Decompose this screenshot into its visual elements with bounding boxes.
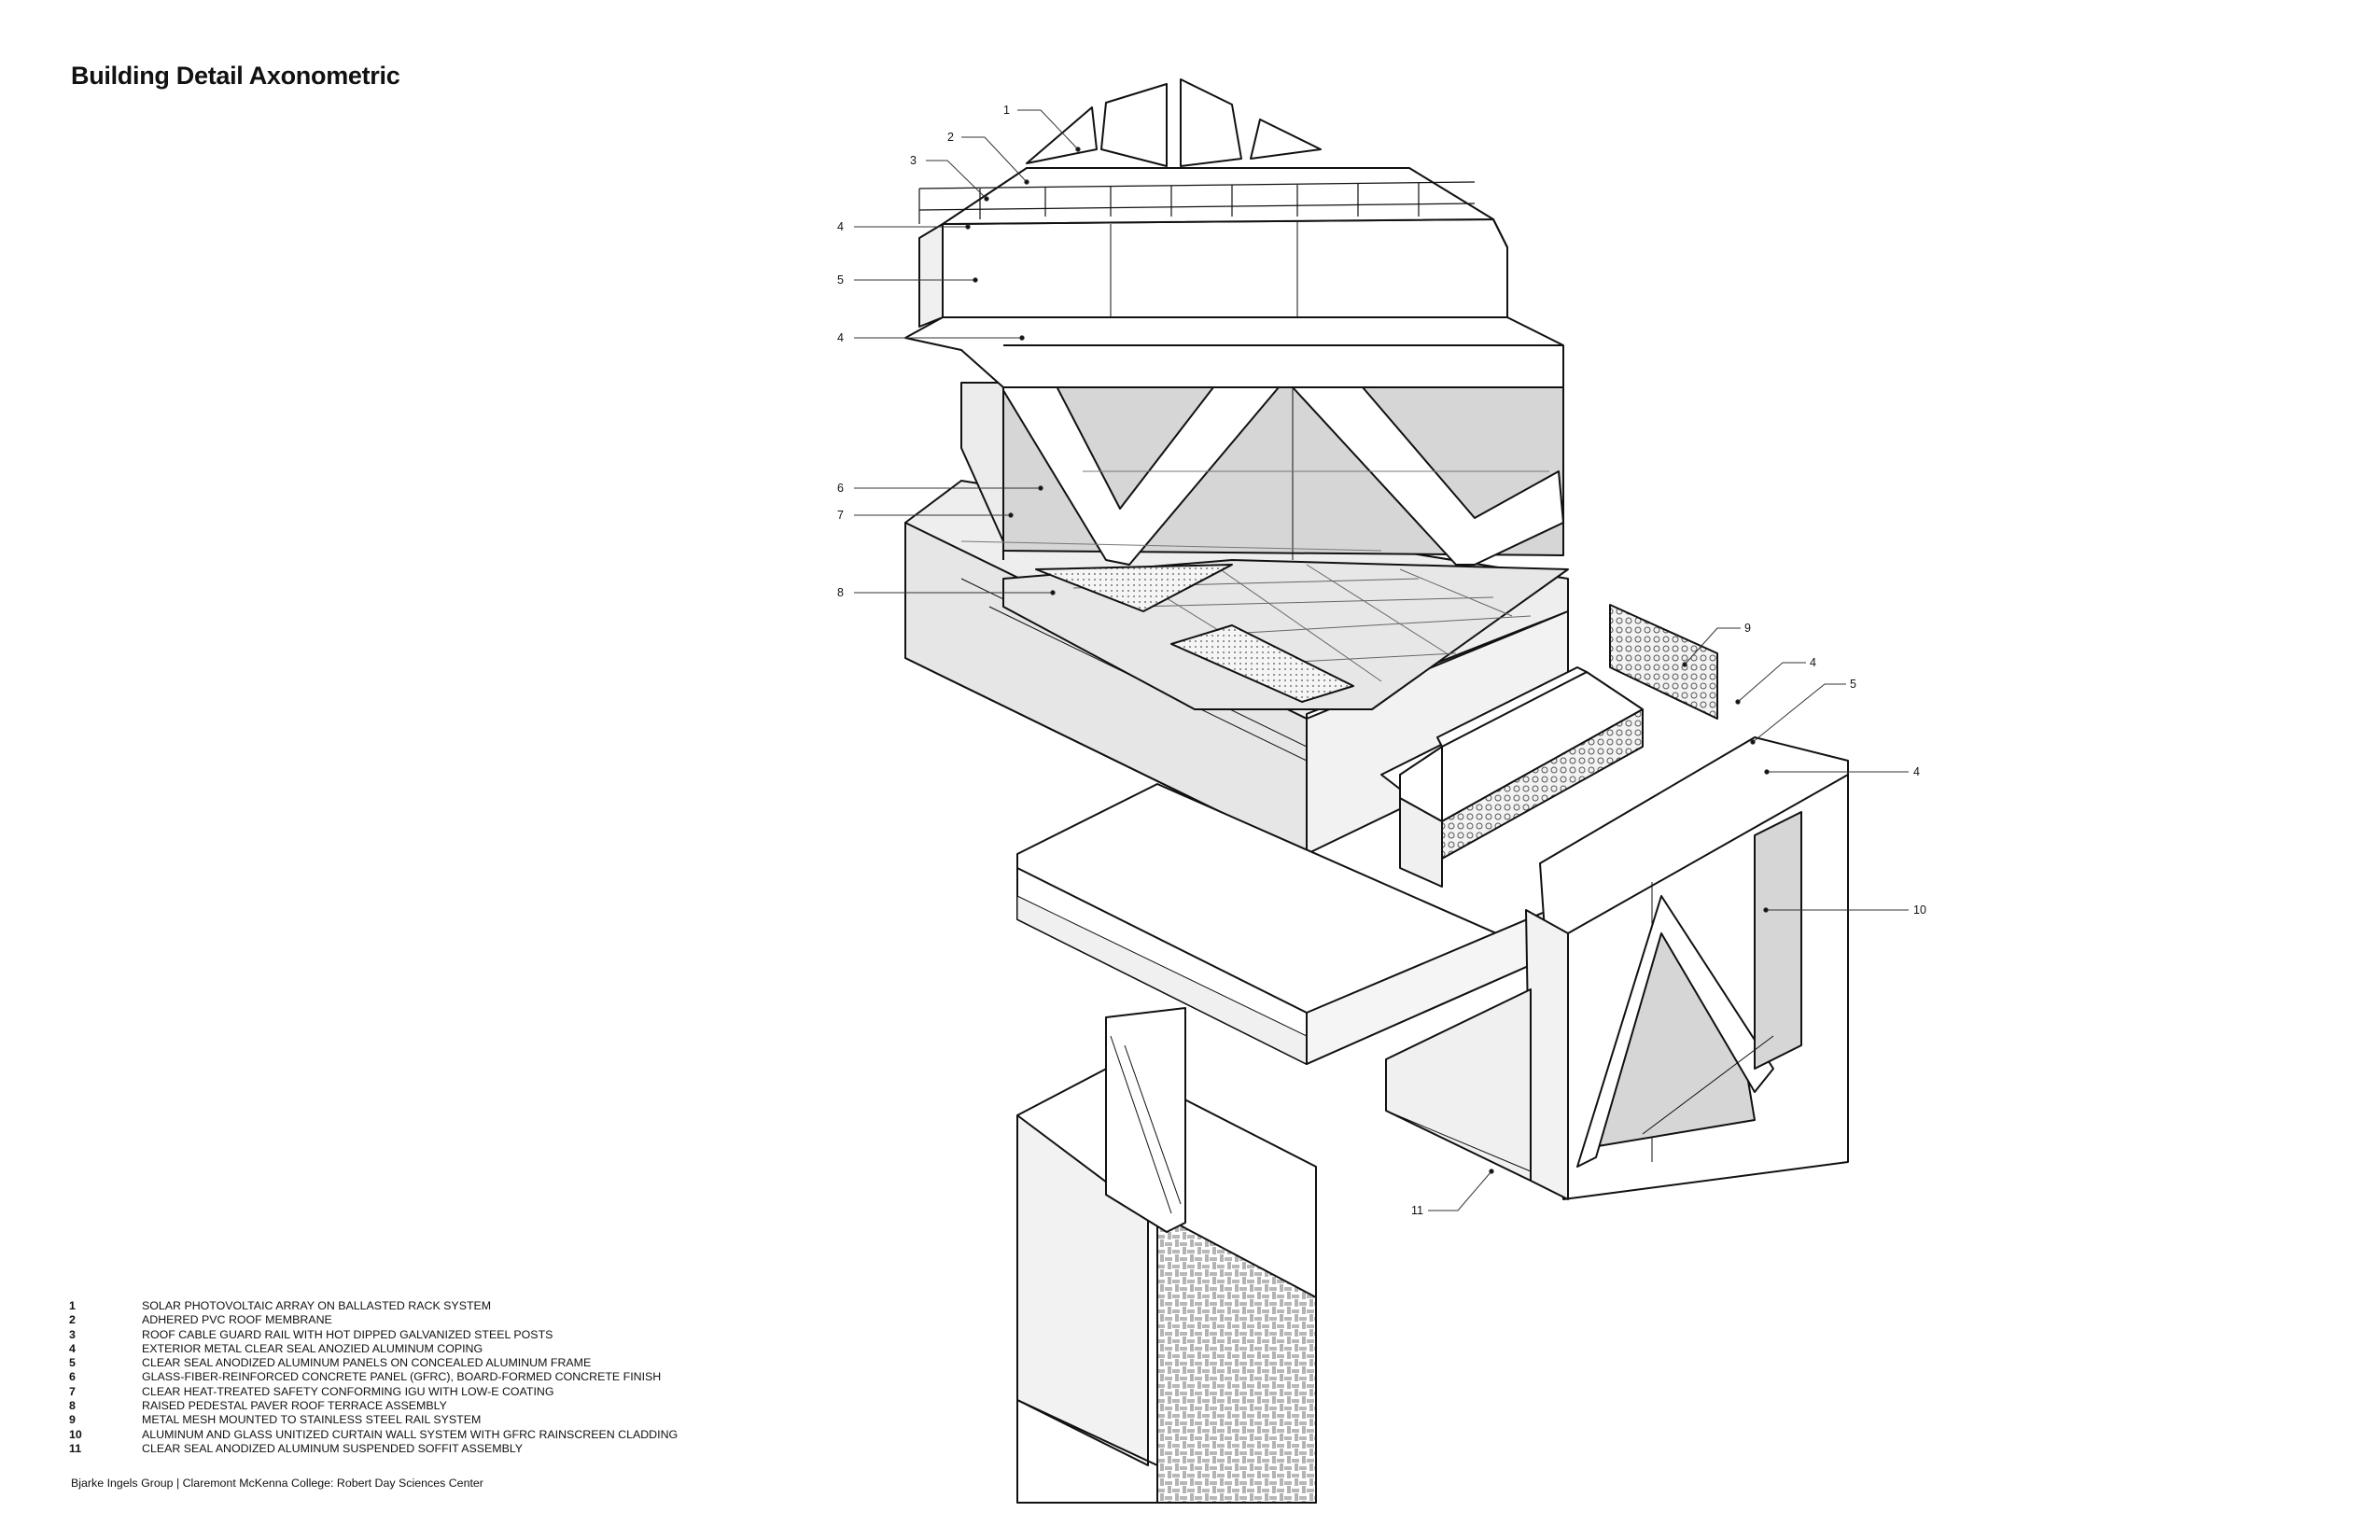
callout-4-coping-bottom: 4 <box>837 331 844 344</box>
callout-4-box: 4 <box>1913 765 1920 778</box>
callout-4-coping-top: 4 <box>837 220 844 233</box>
callout-9: 9 <box>1744 622 1751 635</box>
callout-5-panels: 5 <box>837 273 844 287</box>
callout-4-bridge: 4 <box>1810 656 1816 669</box>
lower-core <box>1016 1007 1317 1504</box>
callout-5-bridge: 5 <box>1850 678 1856 691</box>
callout-6: 6 <box>837 482 844 495</box>
middle-floor-slab <box>1016 783 1550 1065</box>
callout-numbers: 1 2 3 4 5 4 6 7 8 9 4 5 4 10 11 <box>837 104 1926 1217</box>
right-box-volume <box>1385 736 1849 1200</box>
callout-8: 8 <box>837 586 844 599</box>
solar-pv-array <box>1026 78 1322 167</box>
callout-2: 2 <box>947 131 954 144</box>
callout-leaders <box>854 109 1909 1211</box>
page-title: Building Detail Axonometric <box>71 62 400 90</box>
aluminum-panel-band <box>904 218 1564 388</box>
callout-11: 11 <box>1411 1204 1423 1217</box>
callout-7: 7 <box>837 509 844 522</box>
credit-line: Bjarke Ingels Group | Claremont McKenna … <box>71 1477 483 1490</box>
callout-10: 10 <box>1913 903 1926 917</box>
roof-and-guard-rail <box>918 167 1494 225</box>
bridge-planter <box>1380 604 1718 888</box>
callout-3: 3 <box>910 154 917 167</box>
callout-1: 1 <box>1003 104 1010 117</box>
metal-mesh-terrace-panels <box>1035 564 1354 703</box>
upper-volume <box>960 382 1564 566</box>
